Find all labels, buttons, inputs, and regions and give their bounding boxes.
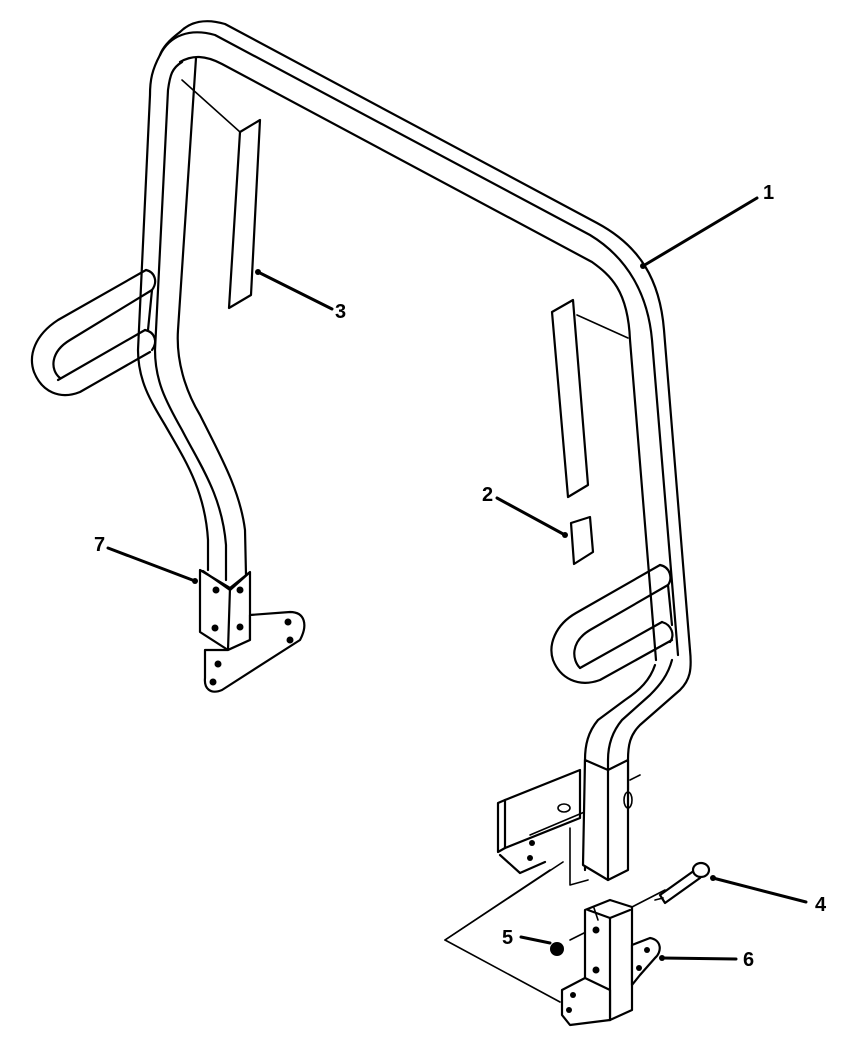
left-upright-decal [181, 79, 262, 310]
nut [550, 942, 564, 956]
callout-leader-2 [495, 496, 567, 537]
callout-5: 5 [502, 927, 514, 949]
assembly-guide-line [569, 827, 589, 886]
callout-leader-7 [106, 546, 197, 583]
callout-4: 4 [815, 894, 827, 916]
callout-7: 7 [94, 534, 106, 556]
small-decal [569, 515, 595, 566]
left-mount-bracket [198, 568, 306, 693]
callout-1: 1 [763, 182, 775, 204]
callout-6: 6 [743, 949, 755, 971]
callout-leader-3 [256, 270, 334, 311]
right-mount-bracket [560, 898, 661, 1027]
callout-3: 3 [335, 301, 347, 323]
callout-leader-6 [660, 956, 738, 961]
roll-bar-frame [30, 20, 692, 872]
callout-leader-1 [641, 196, 759, 268]
right-receiver-channel [496, 758, 641, 882]
assembly-guide-line [444, 861, 564, 941]
assembly-guide-line [631, 889, 666, 908]
callout-leader-5 [519, 935, 552, 945]
callout-leader-4 [711, 876, 808, 904]
right-upright-decal [550, 298, 629, 499]
bolt [654, 861, 711, 905]
callout-2: 2 [482, 484, 494, 506]
